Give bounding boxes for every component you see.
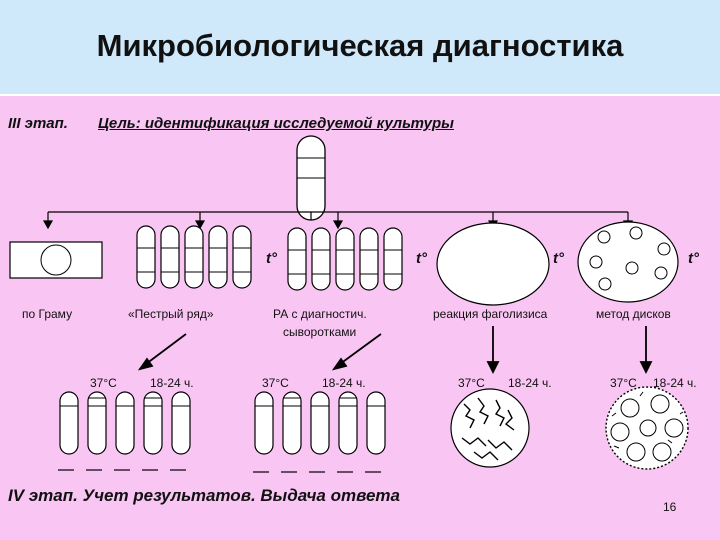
test-tube <box>115 391 135 455</box>
ra-tubes <box>287 227 403 291</box>
incubation-temp: 37°C <box>262 376 289 390</box>
test-tube <box>184 225 204 289</box>
page-title: Микробиологическая диагностика <box>96 28 624 63</box>
temperature-symbol: t° <box>688 250 699 267</box>
disc-method-dish <box>577 221 679 303</box>
test-tube <box>359 227 379 291</box>
phagolysis-result <box>450 388 530 468</box>
test-tube <box>171 391 191 455</box>
test-tube <box>232 225 252 289</box>
temperature-symbol: t° <box>553 250 564 267</box>
test-tube <box>335 227 355 291</box>
test-tube <box>338 391 358 455</box>
temperature-symbol: t° <box>416 250 427 267</box>
page-number: 16 <box>663 500 677 514</box>
incubation-temp: 37°C <box>458 376 485 390</box>
test-tube <box>282 391 302 455</box>
test-tube <box>254 391 274 455</box>
disc-method-result <box>605 386 689 470</box>
result-arrows <box>137 326 653 375</box>
phagolysis-label: реакция фаголизиса <box>433 307 548 321</box>
stage3-goal: Цель: идентификация исследуемой культуры <box>98 115 454 132</box>
gram-label: по Граму <box>22 307 73 321</box>
ra-label-line2: сыворотками <box>283 325 357 339</box>
result-tubes-ra <box>253 391 386 473</box>
pestry-ryad-label: «Пестрый ряд» <box>128 307 214 321</box>
phagolysis-dish <box>436 222 550 306</box>
distribution-arrows <box>42 211 634 230</box>
incubation-time: 18-24 ч. <box>150 376 194 390</box>
test-tube <box>311 227 331 291</box>
pestry-ryad-tubes <box>136 225 252 289</box>
test-tube <box>87 391 107 455</box>
incubation-time: 18-24 ч. <box>508 376 552 390</box>
source-tube <box>296 135 326 221</box>
incubation-time: 18-24 ч. <box>322 376 366 390</box>
gram-slide <box>9 241 103 279</box>
title-band <box>0 0 720 94</box>
incubation-temp: 37°C <box>610 376 637 390</box>
stage3-label: III этап. <box>8 115 68 132</box>
test-tube <box>383 227 403 291</box>
test-tube <box>59 391 79 455</box>
ra-label-line1: РА с диагностич. <box>273 307 367 321</box>
test-tube <box>310 391 330 455</box>
test-tube <box>366 391 386 455</box>
incubation-time: 18-24 ч. <box>653 376 697 390</box>
disc-method-label: метод дисков <box>596 307 671 321</box>
stage-panel <box>0 96 720 540</box>
result-tubes-pestry <box>58 391 191 471</box>
test-tube <box>136 225 156 289</box>
test-tube <box>208 225 228 289</box>
test-tube <box>143 391 163 455</box>
test-tube <box>287 227 307 291</box>
test-tube <box>160 225 180 289</box>
temperature-symbol: t° <box>266 250 277 267</box>
stage4-label: IV этап. Учет результатов. Выдача ответа <box>8 486 400 505</box>
incubation-temp: 37°C <box>90 376 117 390</box>
